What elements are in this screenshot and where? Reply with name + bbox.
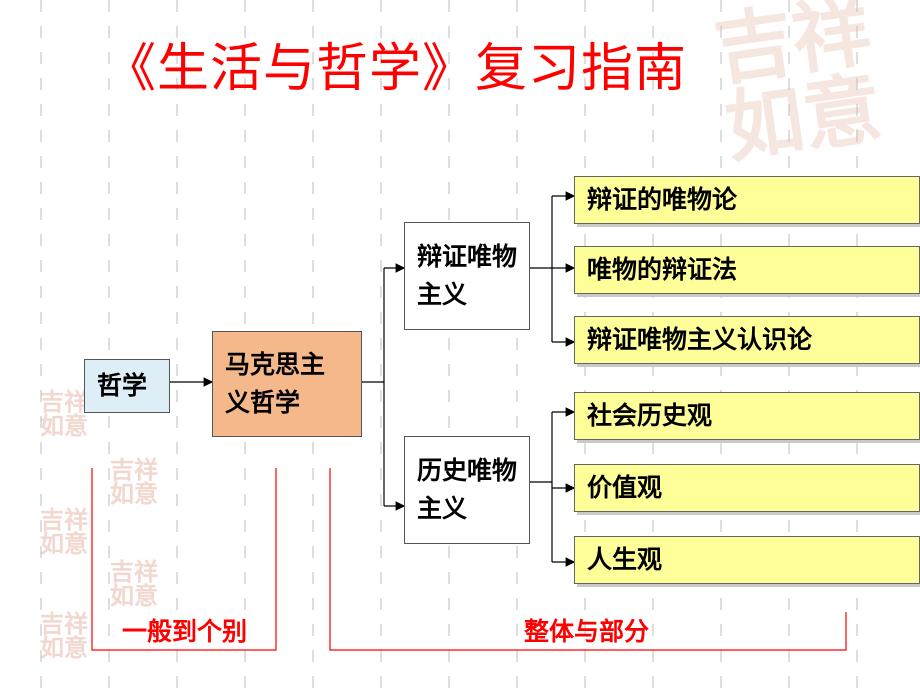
decorative-seal-small: 吉祥如意 [110,455,158,508]
bracket-label-general-to-particular: 一般到个别 [122,617,248,646]
decorative-seal-small: 吉祥如意 [40,609,88,662]
leaf-epistemology: 辩证唯物主义认识论 [574,316,920,364]
decorative-seal-small: 吉祥如意 [110,557,158,610]
leaf-dialectical-materialism-ontology: 辩证的唯物论 [574,176,920,224]
node-historical-label: 历史唯物主义 [417,456,518,523]
node-dialectical-label: 辩证唯物主义 [417,242,518,309]
node-historical-materialism: 历史唯物主义 [404,436,530,544]
node-marxist-label: 马克思主义哲学 [225,350,326,417]
node-dialectical-materialism: 辩证唯物主义 [404,222,530,330]
decorative-seal-small: 吉祥如意 [40,387,88,440]
leaf-values-view: 价值观 [574,464,920,512]
decorative-seal-small: 吉祥如意 [40,505,88,558]
page-title: 《生活与哲学》复习指南 [104,39,688,99]
node-marxist-philosophy: 马克思主义哲学 [212,331,362,437]
leaf-life-view: 人生观 [574,536,920,584]
bracket-label-whole-and-part: 整体与部分 [524,617,650,646]
leaf-materialist-dialectics: 唯物的辩证法 [574,246,920,294]
node-philosophy: 哲学 [84,359,170,413]
leaf-social-history-view: 社会历史观 [574,392,920,440]
